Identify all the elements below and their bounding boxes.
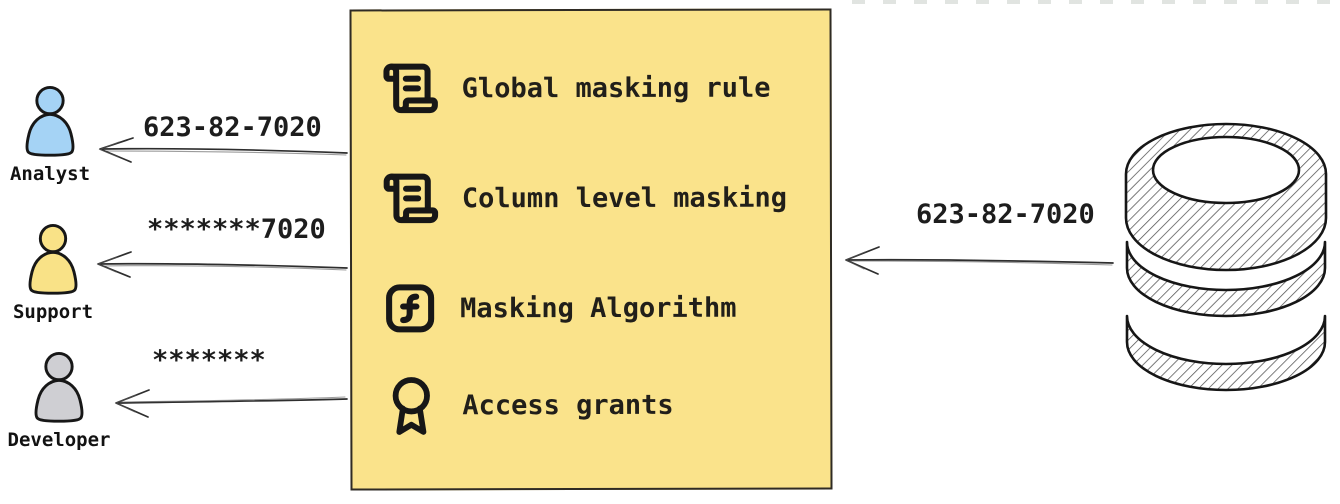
masking-rule-row: Global masking rule bbox=[382, 57, 771, 120]
masked-value-developer: ******* bbox=[152, 345, 266, 376]
masking-rule-row: Masking Algorithm bbox=[382, 277, 736, 340]
masking-rules-box: Global masking rule Column level masking… bbox=[349, 8, 833, 491]
person-body bbox=[28, 250, 78, 295]
persona-support: Support bbox=[0, 224, 114, 323]
person-icon bbox=[28, 224, 78, 295]
persona-label: Developer bbox=[7, 429, 111, 451]
arrow-to-analyst bbox=[98, 137, 348, 163]
arrow-to-developer bbox=[114, 389, 348, 418]
person-head bbox=[44, 352, 74, 382]
scroll-text-icon bbox=[383, 63, 438, 114]
arrow-database-to-box bbox=[844, 246, 1114, 275]
database-icon bbox=[1124, 122, 1328, 392]
persona-label: Support bbox=[12, 301, 94, 323]
persona-label: Analyst bbox=[9, 163, 91, 185]
award-icon bbox=[392, 377, 430, 435]
scroll-text-icon bbox=[383, 173, 439, 224]
db-middle-section bbox=[1125, 240, 1327, 318]
masking-rule-label: Global masking rule bbox=[461, 72, 771, 104]
masking-rule-label: Access grants bbox=[462, 389, 674, 421]
persona-developer: Developer bbox=[0, 352, 120, 451]
person-icon bbox=[25, 86, 75, 157]
function-square-icon bbox=[386, 284, 435, 333]
masked-value-analyst: 623-82-7020 bbox=[143, 112, 322, 143]
person-body bbox=[34, 378, 84, 423]
person-head bbox=[35, 86, 65, 116]
raw-value-from-database: 623-82-7020 bbox=[916, 199, 1095, 230]
person-body bbox=[25, 112, 75, 157]
persona-analyst: Analyst bbox=[0, 86, 111, 185]
masking-rule-row: Access grants bbox=[382, 374, 674, 437]
db-bottom-section bbox=[1125, 314, 1327, 392]
masking-rule-label: Column level masking bbox=[461, 182, 788, 214]
arrow-to-support bbox=[96, 251, 348, 278]
person-icon bbox=[34, 352, 84, 423]
masking-rule-label: Masking Algorithm bbox=[460, 292, 737, 324]
db-top-opening bbox=[1151, 135, 1301, 205]
person-head bbox=[38, 224, 68, 254]
masking-rule-row: Column level masking bbox=[382, 167, 787, 230]
masked-value-support: *******7020 bbox=[147, 214, 326, 245]
cropped-hatch-edge bbox=[852, 0, 1340, 4]
